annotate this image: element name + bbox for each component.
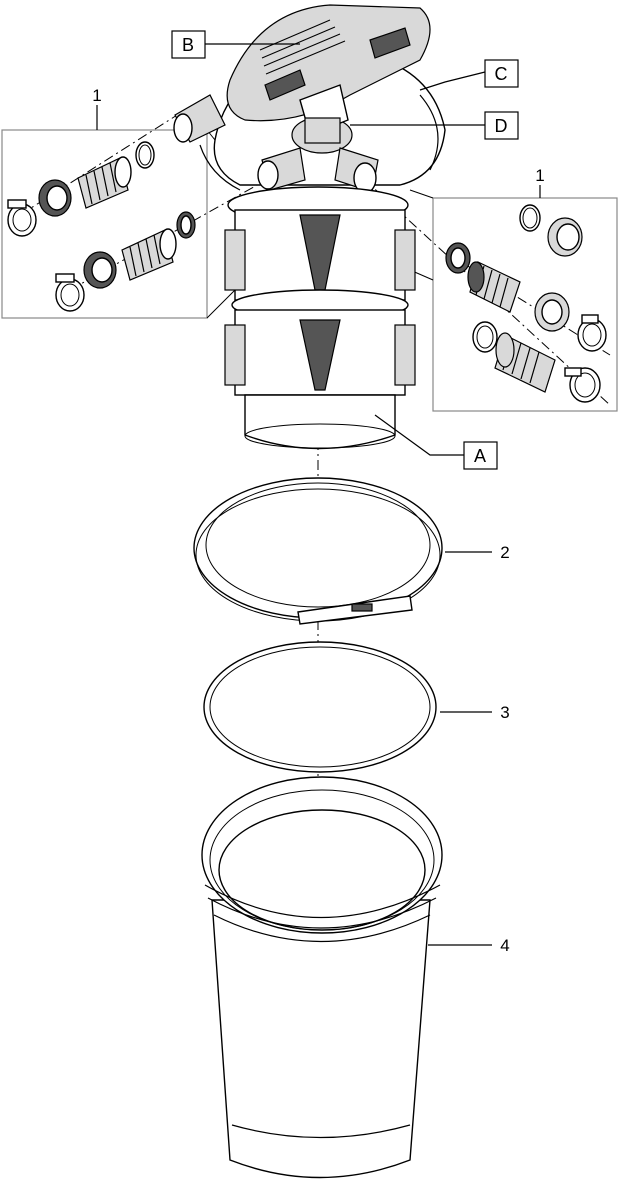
right-upper-union-nut [534, 292, 570, 332]
filter-cartridge-stack [224, 186, 416, 450]
part-number-1-right: 1 [535, 166, 544, 185]
part-number-4: 4 [500, 936, 509, 955]
lid-o-ring [203, 641, 437, 773]
left-upper-union-nut [38, 179, 72, 217]
callout-A: A [463, 441, 498, 470]
right-upper-hose-tail [467, 261, 521, 313]
right-top-o-ring [519, 204, 541, 232]
left-upper-hose-clamp [7, 199, 37, 237]
callout-D: D [484, 111, 519, 140]
filter-container [201, 776, 443, 1179]
selector-valve [291, 84, 353, 154]
left-inlet-port [173, 94, 226, 143]
right-upper-hose-clamp [577, 314, 607, 352]
part-number-3: 3 [500, 703, 509, 722]
leader-lines [96, 43, 541, 946]
right-flat-seal [445, 242, 471, 274]
callout-D-label: D [495, 116, 508, 136]
base-ring [244, 394, 396, 450]
right-top-cap [547, 217, 583, 257]
left-hose-kit-detail [1, 109, 276, 319]
left-upper-o-ring [135, 141, 155, 169]
left-lower-hose-clamp [55, 273, 85, 312]
outlet-port-left [257, 147, 306, 191]
filter-head-assembly [173, 4, 446, 194]
callout-B-label: B [182, 35, 194, 55]
outlet-port-right [334, 147, 379, 194]
callout-B: B [171, 30, 206, 59]
left-lower-hose-tail [121, 228, 177, 281]
right-hose-kit-detail [364, 179, 618, 412]
left-upper-hose-tail [77, 156, 132, 209]
right-lower-hose-clamp [564, 367, 601, 403]
right-lower-o-ring [472, 321, 498, 353]
left-lower-union-nut [83, 251, 117, 289]
callout-A-label: A [474, 446, 486, 466]
part-number-2: 2 [500, 543, 509, 562]
callout-C: C [484, 59, 519, 88]
right-lower-hose-tail [494, 332, 556, 393]
part-number-1-left: 1 [92, 86, 101, 105]
callout-C-label: C [495, 64, 508, 84]
left-lower-o-ring [176, 211, 196, 239]
clamp-ring [193, 477, 443, 625]
